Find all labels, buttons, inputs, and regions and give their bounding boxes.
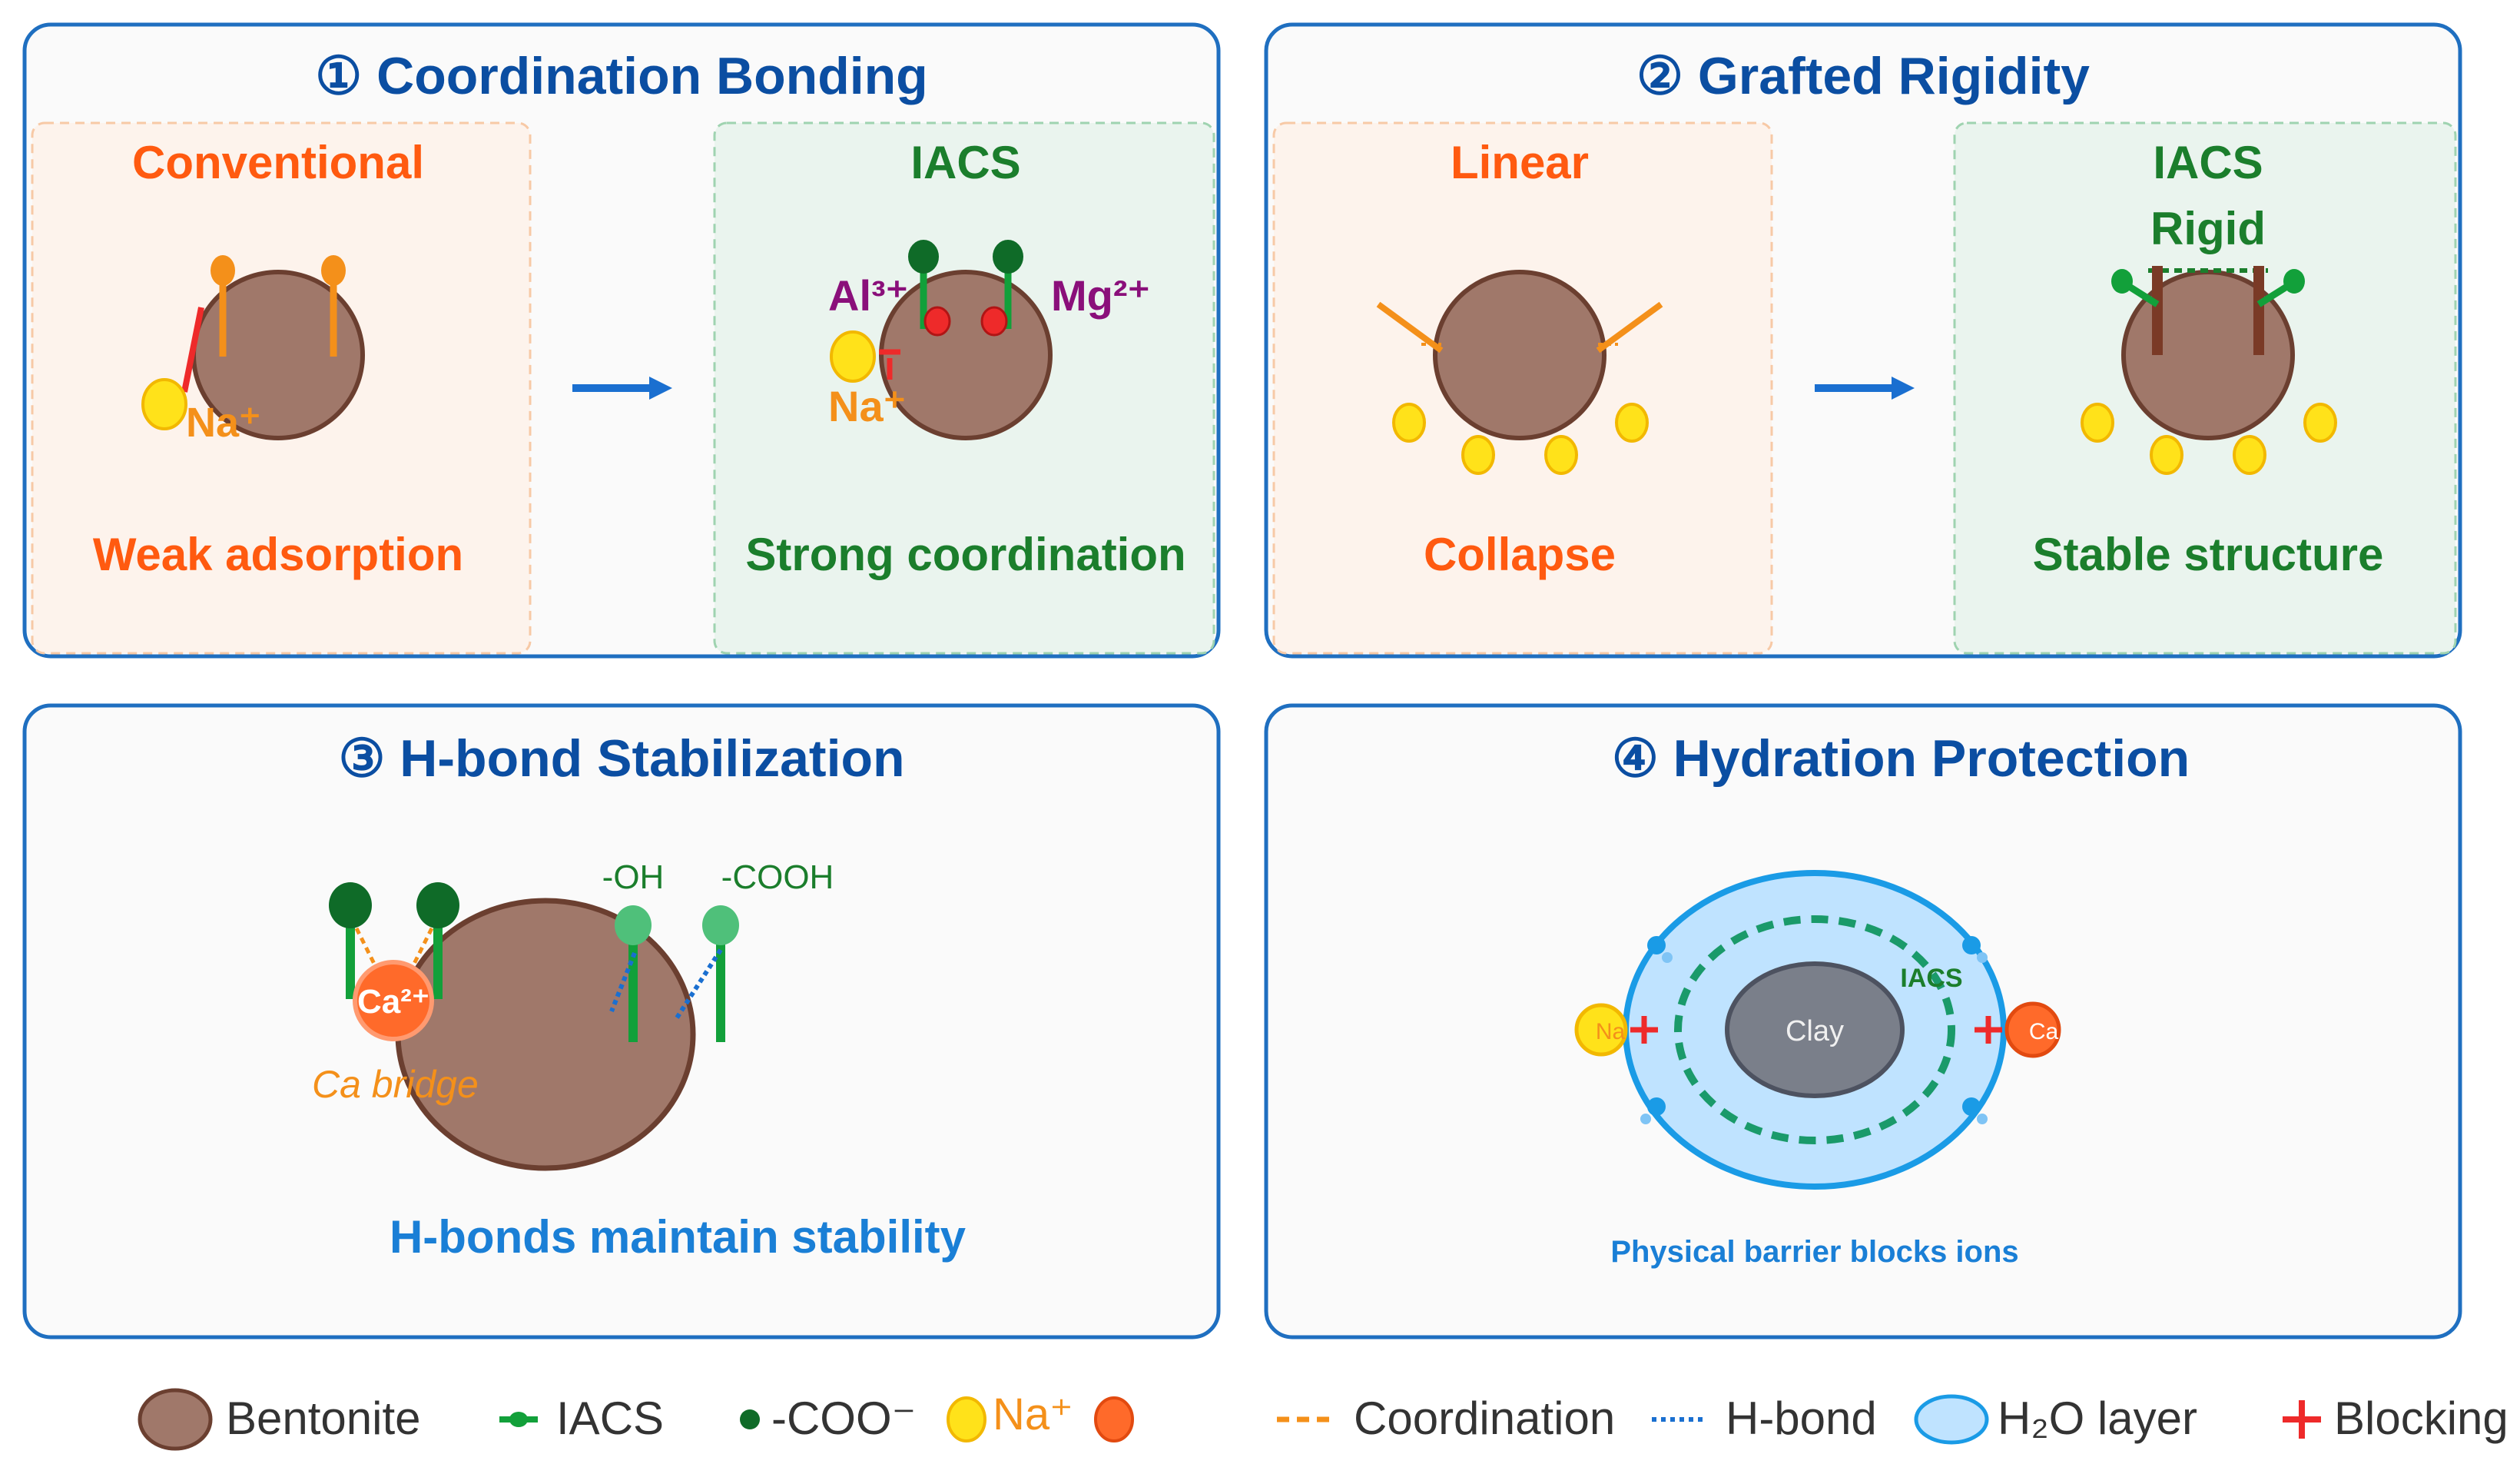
panel1-al-ion: Al³⁺ xyxy=(828,271,908,320)
panel2-rigid-particle xyxy=(2081,266,2337,475)
na-ion-icon xyxy=(947,1396,986,1442)
legend-item-coo: -COO⁻ xyxy=(740,1393,916,1444)
panel1-right-na: Na⁺ xyxy=(828,382,906,430)
legend-item-iacs: IACS xyxy=(499,1393,664,1444)
panel1-blocking-icon xyxy=(879,349,900,380)
legend-water-label: H₂O layer xyxy=(1998,1393,2197,1444)
legend-item-hbond: H-bond xyxy=(1652,1393,1877,1444)
panel4-shell-label: IACS xyxy=(1900,964,1962,993)
panel1-iacs-particle: Al³⁺ Mg²⁺ Na⁺ xyxy=(828,240,1150,440)
iacs-chain-icon xyxy=(499,1412,538,1427)
panel3-oh-label: -OH xyxy=(602,858,665,896)
legend-item-bentonite: Bentonite xyxy=(138,1388,421,1451)
panel2-right-caption: Stable structure xyxy=(2033,529,2384,580)
panel3-caption: H-bonds maintain stability xyxy=(390,1211,967,1263)
panel4-blocking-right-icon xyxy=(1975,1016,2002,1044)
panel1-conventional-particle: Na⁺ xyxy=(141,255,365,446)
panel3-cooh-label: -COOH xyxy=(721,858,834,896)
legend-coo-label: -COO⁻ xyxy=(771,1393,916,1444)
panel4-core-label: Clay xyxy=(1786,1015,1844,1047)
panel4-title: ④ Hydration Protection xyxy=(1612,729,2190,788)
panel3-ca-label: Ca²⁺ xyxy=(357,983,429,1021)
panel2-linear-particle xyxy=(1376,270,1663,475)
panel4-caption: Physical barrier blocks ions xyxy=(1610,1235,2018,1269)
panel-grafted-rigidity: ② Grafted Rigidity Linear Collapse IACS … xyxy=(1264,22,2462,659)
legend-hbond-label: H-bond xyxy=(1726,1393,1877,1444)
panel1-coo-site-left xyxy=(923,306,951,337)
panel1-left-label: Conventional xyxy=(132,137,424,188)
legend-item-coordination: Coordination xyxy=(1277,1393,1615,1444)
panel1-mg-ion: Mg²⁺ xyxy=(1051,271,1150,320)
legend-na-label: Na⁺ xyxy=(993,1389,1073,1439)
panel1-coo-site-right xyxy=(980,306,1008,337)
coo-dot-icon xyxy=(740,1409,760,1429)
ca-ion-icon xyxy=(1094,1396,1134,1442)
panel4-na-label: Na xyxy=(1596,1019,1626,1044)
panel1-arrow xyxy=(572,377,672,400)
legend-blocking-label: Blocking xyxy=(2334,1393,2508,1444)
panel4-clay-core xyxy=(1725,961,1905,1098)
panel2-right-sublabel: Rigid xyxy=(2150,203,2266,254)
legend-item-na: Na⁺ xyxy=(947,1389,1134,1442)
panel2-left-label: Linear xyxy=(1451,137,1589,188)
panel2-left-caption: Collapse xyxy=(1424,529,1616,580)
blocking-cross-icon xyxy=(2283,1400,2321,1439)
panel2-title: ② Grafted Rigidity xyxy=(1636,47,2090,105)
panel4-blocking-left-icon xyxy=(1630,1016,1658,1044)
panel1-left-na: Na⁺ xyxy=(186,400,261,446)
panel3-ca-bridge: Ca bridge xyxy=(312,1063,479,1106)
panel3-particle: Ca²⁺ Ca bridge -OH -COOH xyxy=(312,858,834,1171)
panel3-ca-ion xyxy=(353,960,434,1041)
panel3-title: ③ H-bond Stabilization xyxy=(338,729,904,788)
legend: Bentonite IACS -COO⁻ Na⁺ Coordination H-… xyxy=(138,1388,2508,1451)
panel1-right-label: IACS xyxy=(910,137,1020,188)
panel2-arrow xyxy=(1815,377,1915,400)
panel1-left-caption: Weak adsorption xyxy=(93,529,463,580)
panel4-ca-label: Ca xyxy=(2029,1019,2059,1044)
legend-coordination-label: Coordination xyxy=(1354,1393,1615,1444)
panel-hbond-stabilization: ③ H-bond Stabilization Ca²⁺ Ca bridge -O… xyxy=(22,703,1221,1340)
legend-iacs-label: IACS xyxy=(556,1393,664,1444)
panel4-iacs-shell xyxy=(1674,915,1955,1144)
panel4-ca-ion xyxy=(2004,1001,2061,1058)
panel1-title: ① Coordination Bonding xyxy=(315,47,927,105)
panel-hydration-protection: ④ Hydration Protection Clay IACS Na xyxy=(1264,703,2462,1340)
legend-item-water: H₂O layer xyxy=(1914,1393,2197,1445)
bentonite-icon xyxy=(138,1388,213,1451)
legend-bentonite-label: Bentonite xyxy=(226,1393,421,1444)
panel4-na-ion xyxy=(1574,1003,1628,1057)
panel-coordination-bonding: ① Coordination Bonding Conventional Na⁺ … xyxy=(22,22,1221,659)
water-layer-icon xyxy=(1914,1394,1989,1445)
panel1-right-caption: Strong coordination xyxy=(745,529,1185,580)
legend-item-blocking: Blocking xyxy=(2283,1393,2508,1444)
panel2-right-label: IACS xyxy=(2153,137,2263,188)
panel4-hydration-diagram: Clay IACS Na Ca xyxy=(1574,870,2061,1190)
